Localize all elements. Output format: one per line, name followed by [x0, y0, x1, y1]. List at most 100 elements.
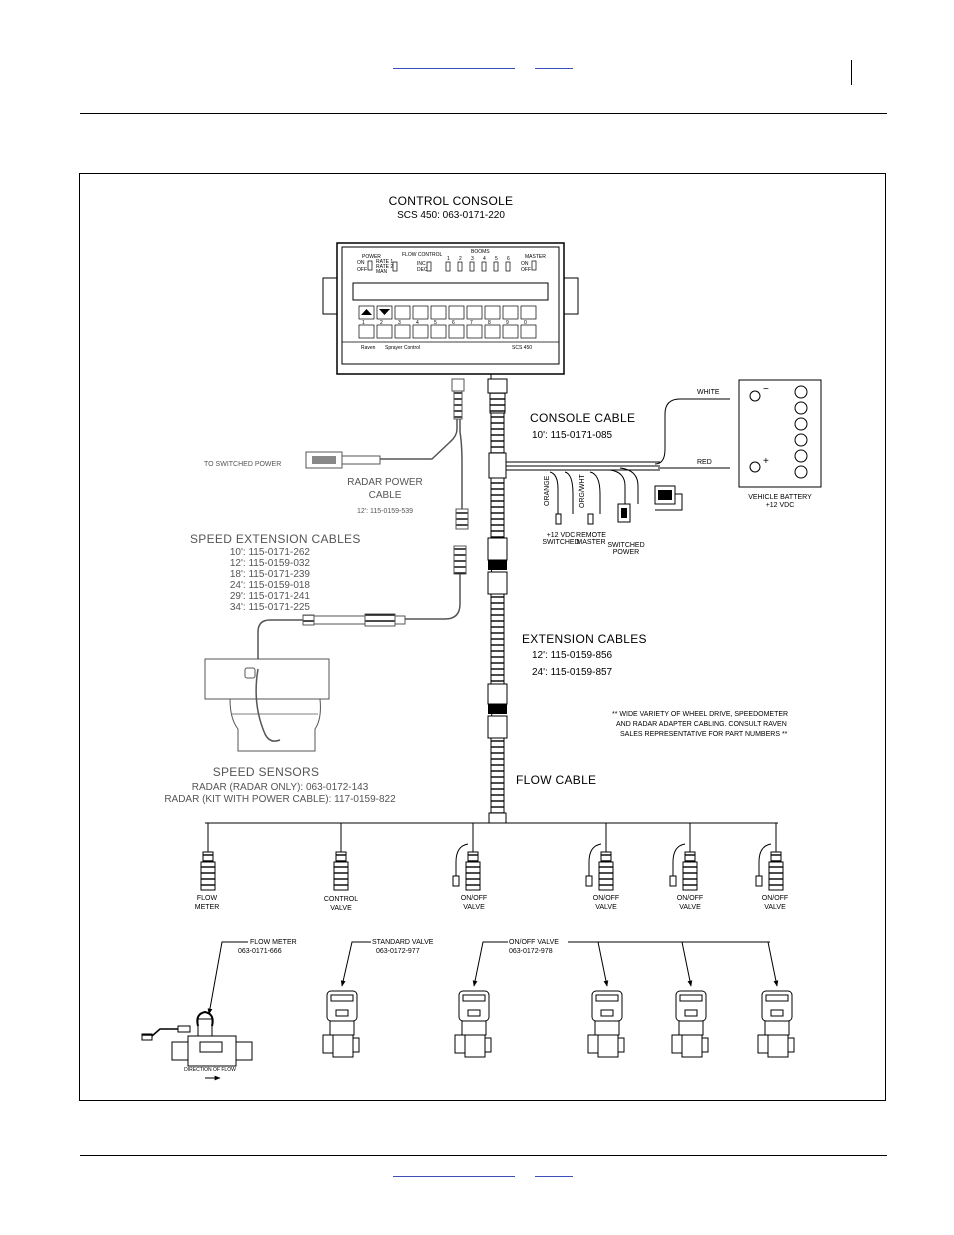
- console-display: [352, 282, 549, 301]
- svg-text:RATE 1: RATE 1: [376, 259, 393, 265]
- power-label: POWER: [362, 254, 381, 260]
- header-page-divider: [851, 60, 852, 85]
- svg-text:ON/OFF: ON/OFF: [762, 895, 788, 902]
- drop-onoff-valve-4: [755, 823, 784, 891]
- speed-ext-part-list: 10': 115-0171-262 12': 115-0159-032 18':…: [230, 547, 311, 613]
- remote-master-label-2: MASTER: [576, 539, 605, 546]
- standard-valve-callout-part: 063-0172-977: [376, 948, 420, 955]
- onoff-valve-2: [587, 990, 625, 1058]
- white-wire-label: WHITE: [697, 389, 720, 396]
- flow-cable-title: FLOW CABLE: [516, 773, 596, 787]
- svg-text:OFF: OFF: [521, 267, 531, 273]
- svg-text:OFF: OFF: [357, 267, 367, 273]
- battery-label-1: VEHICLE BATTERY: [748, 494, 812, 501]
- footer-rule: [80, 1155, 887, 1156]
- header-link-1[interactable]: [393, 68, 515, 69]
- radar-power-part: 12': 115-0159-539: [357, 508, 413, 515]
- svg-text:3: 3: [471, 256, 474, 262]
- radar-power-title-2: CABLE: [369, 490, 402, 501]
- flow-meter: [141, 1010, 253, 1081]
- svg-text:24': 115-0159-018: 24': 115-0159-018: [230, 580, 311, 591]
- flow-control-switch[interactable]: [392, 261, 398, 272]
- speed-sensor-radar-2: RADAR (KIT WITH POWER CABLE): 117-0159-8…: [164, 794, 396, 805]
- orange-wire-label: ORANGE: [544, 475, 551, 506]
- radar-power-cable: [305, 378, 469, 620]
- ext-cables-part-2: 24': 115-0159-857: [532, 667, 613, 678]
- flow-meter-callout-part: 063-0171-666: [238, 948, 282, 955]
- onoff-valve-4: [757, 990, 795, 1058]
- booms-label: BOOMS: [471, 249, 490, 255]
- svg-text:18': 115-0171-239: 18': 115-0171-239: [230, 569, 311, 580]
- svg-text:12': 115-0159-032: 12': 115-0159-032: [230, 558, 311, 569]
- drop-onoff-valve-3: [669, 823, 698, 891]
- svg-text:10': 115-0171-262: 10': 115-0171-262: [230, 547, 311, 558]
- vehicle-battery: − +: [738, 379, 822, 488]
- drop-control-valve: [333, 823, 349, 891]
- inc-dec-switch[interactable]: [426, 261, 432, 272]
- svg-text:VALVE: VALVE: [463, 904, 485, 911]
- power-switch[interactable]: [367, 260, 373, 271]
- onoff-valve-3: [671, 990, 709, 1058]
- direction-of-flow-label: DIRECTION OF FLOW: [184, 1067, 236, 1073]
- svg-text:CONTROL: CONTROL: [324, 896, 358, 903]
- svg-text:METER: METER: [195, 904, 220, 911]
- svg-text:2: 2: [380, 320, 383, 326]
- radar-power-title-1: RADAR POWER: [347, 477, 423, 488]
- svg-text:29': 115-0171-241: 29': 115-0171-241: [230, 591, 311, 602]
- flow-meter-callout-title: FLOW METER: [250, 939, 297, 946]
- svg-text:SALES REPRESENTATIVE FOR PART: SALES REPRESENTATIVE FOR PART NUMBERS **: [620, 731, 788, 738]
- console-cable-part: 10': 115-0171-085: [532, 430, 613, 441]
- svg-text:4: 4: [483, 256, 486, 262]
- switched-12v-label-2: SWITCHED: [542, 539, 579, 546]
- svg-text:VALVE: VALVE: [764, 904, 786, 911]
- svg-text:VALVE: VALVE: [595, 904, 617, 911]
- svg-text:34': 115-0171-225: 34': 115-0171-225: [230, 602, 311, 613]
- speed-sensors-title: SPEED SENSORS: [213, 765, 320, 779]
- switched-power-label-1: SWITCHED: [607, 542, 644, 549]
- svg-text:1: 1: [362, 320, 365, 326]
- console-model: SCS 450: [512, 345, 532, 351]
- org-wht-wire-label: ORG/WHT: [579, 473, 586, 508]
- svg-text:ON/OFF: ON/OFF: [677, 895, 703, 902]
- onoff-valve-callout-part: 063-0172-978: [509, 948, 553, 955]
- header-rule: [80, 113, 887, 114]
- svg-text:AND RADAR ADAPTER CABLING. CO: AND RADAR ADAPTER CABLING. CONSULT RAVEN: [616, 721, 787, 728]
- svg-text:VALVE: VALVE: [330, 905, 352, 912]
- svg-text:VALVE: VALVE: [679, 904, 701, 911]
- svg-text:1: 1: [447, 256, 450, 262]
- master-switch[interactable]: [531, 260, 537, 271]
- remote-master-label-1: REMOTE: [576, 532, 606, 539]
- svg-text:** WIDE VARIETY OF WHEEL DRIVE: ** WIDE VARIETY OF WHEEL DRIVE, SPEEDOME…: [612, 711, 788, 718]
- flow-control-label: FLOW CONTROL: [402, 252, 442, 258]
- red-wire-label: RED: [697, 459, 712, 466]
- header-link-2[interactable]: [535, 68, 573, 69]
- boom-switches: 1 2 3 4 5 6: [445, 256, 511, 272]
- svg-text:DEC: DEC: [417, 267, 428, 273]
- console-subtitle: Sprayer Control: [385, 345, 420, 351]
- svg-text:INC: INC: [417, 261, 426, 267]
- drop-onoff-valve-2: [585, 823, 614, 891]
- svg-text:6: 6: [452, 320, 455, 326]
- control-console: POWER ON OFF FLOW CONTROL RATE 1 RATE 2 …: [322, 242, 579, 375]
- drop-flow-meter: [200, 823, 216, 891]
- svg-text:ON: ON: [521, 261, 529, 267]
- footer-link-2[interactable]: [535, 1176, 573, 1177]
- svg-text:RATE 2: RATE 2: [376, 264, 393, 270]
- master-label: MASTER: [525, 254, 546, 260]
- cabling-note: ** WIDE VARIETY OF WHEEL DRIVE, SPEEDOME…: [612, 711, 788, 738]
- svg-text:6: 6: [507, 256, 510, 262]
- svg-text:9: 9: [506, 320, 509, 326]
- onoff-valve-1: [454, 990, 492, 1058]
- battery-label-2: +12 VDC: [766, 502, 795, 509]
- drop-onoff-valve-1: [452, 823, 481, 891]
- svg-text:−: −: [763, 384, 769, 395]
- svg-text:ON: ON: [357, 260, 365, 266]
- console-part: SCS 450: 063-0171-220: [397, 210, 505, 221]
- console-cable-title: CONSOLE CABLE: [530, 411, 635, 425]
- svg-text:ON/OFF: ON/OFF: [593, 895, 619, 902]
- svg-text:8: 8: [488, 320, 491, 326]
- speed-sensor-radar-1: RADAR (RADAR ONLY): 063-0172-143: [192, 782, 369, 793]
- onoff-valve-callout-title: ON/OFF VALVE: [509, 939, 559, 946]
- footer-link-1[interactable]: [393, 1176, 515, 1177]
- svg-text:MAN: MAN: [376, 269, 388, 275]
